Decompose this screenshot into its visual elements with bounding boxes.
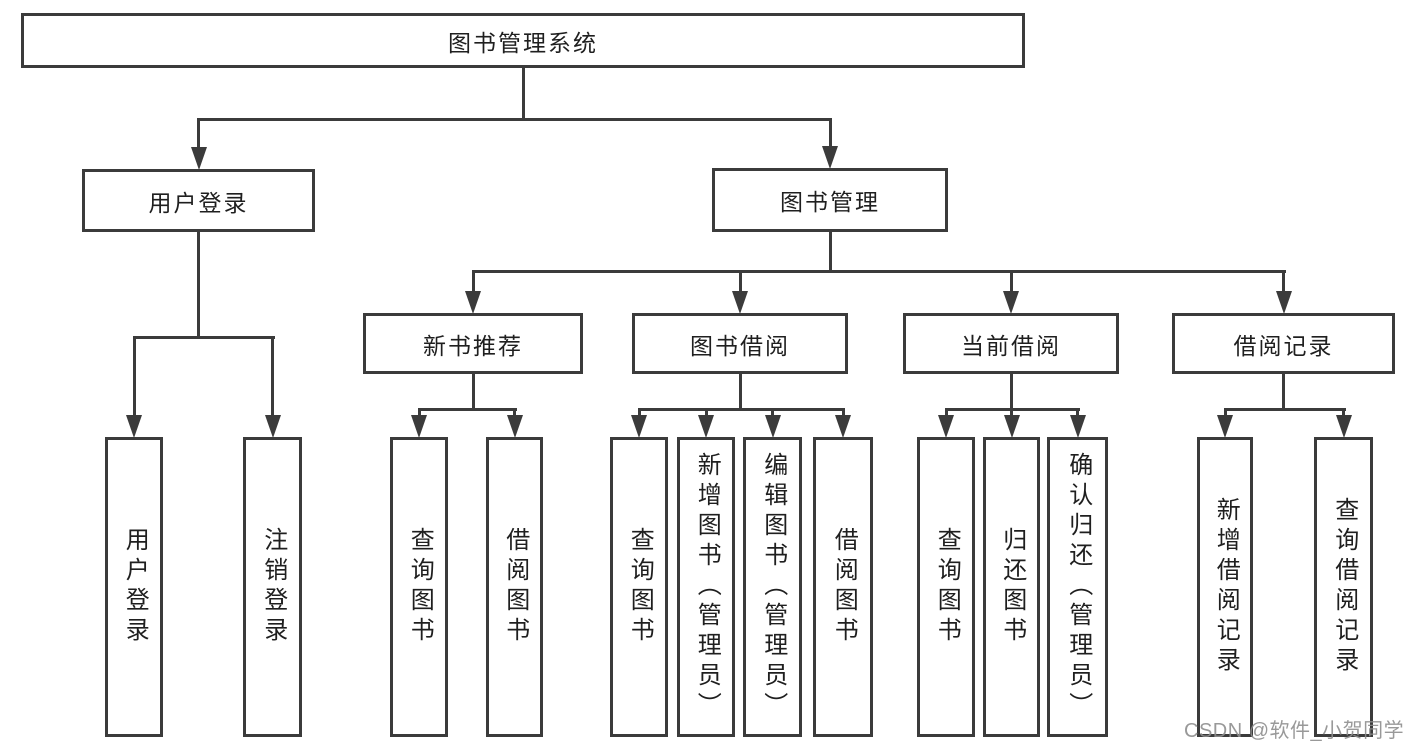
- arrow-down-icon: [465, 291, 481, 314]
- connector-drop: [771, 408, 774, 418]
- arrow-down-icon: [938, 415, 954, 438]
- node-nbr-query-books: 查询图书: [390, 437, 448, 737]
- connector-drop: [1010, 270, 1013, 294]
- node-nbr-borrow-books: 借阅图书: [486, 437, 543, 737]
- connector-rail: [197, 118, 832, 121]
- arrow-down-icon: [1070, 415, 1086, 438]
- arrow-down-icon: [1004, 415, 1020, 438]
- node-book-management: 图书管理: [712, 168, 948, 232]
- connector-stem: [829, 232, 832, 273]
- arrow-down-icon: [265, 415, 281, 438]
- node-system: 图书管理系统: [21, 13, 1025, 68]
- connector-drop: [1076, 408, 1079, 418]
- node-cb-return-books: 归还图书: [983, 437, 1040, 737]
- connector-stem: [522, 68, 525, 121]
- connector-rail: [1224, 408, 1346, 411]
- connector-drop: [513, 408, 516, 418]
- connector-drop: [705, 408, 708, 418]
- connector-drop: [418, 408, 421, 418]
- arrow-down-icon: [1336, 415, 1352, 438]
- connector-drop: [133, 336, 136, 418]
- connector-drop: [829, 118, 832, 149]
- node-current-borrowing: 当前借阅: [903, 313, 1119, 374]
- arrow-down-icon: [732, 291, 748, 314]
- arrow-down-icon: [835, 415, 851, 438]
- arrow-down-icon: [765, 415, 781, 438]
- watermark: CSDN @软件_小贺同学: [1184, 720, 1405, 742]
- connector-rail: [472, 270, 1286, 273]
- connector-drop: [842, 408, 845, 418]
- connector-drop: [472, 270, 475, 294]
- connector-drop: [197, 118, 200, 150]
- node-book-borrowing: 图书借阅: [632, 313, 848, 374]
- connector-drop: [739, 270, 742, 294]
- arrow-down-icon: [1276, 291, 1292, 314]
- arrow-down-icon: [411, 415, 427, 438]
- connector-drop: [1224, 408, 1227, 418]
- connector-drop: [1342, 408, 1345, 418]
- connector-drop: [1282, 270, 1285, 294]
- node-bb-add-books: 新增图书（管理员）: [677, 437, 735, 737]
- node-bb-query-books: 查询图书: [610, 437, 668, 737]
- node-bb-borrow-books: 借阅图书: [813, 437, 873, 737]
- arrow-down-icon: [1003, 291, 1019, 314]
- arrow-down-icon: [822, 146, 838, 169]
- arrow-down-icon: [1217, 415, 1233, 438]
- node-borrowing-records: 借阅记录: [1172, 313, 1395, 374]
- arrow-down-icon: [191, 147, 207, 170]
- arrow-down-icon: [698, 415, 714, 438]
- connector-stem: [739, 374, 742, 411]
- node-new-book-recommend: 新书推荐: [363, 313, 583, 374]
- arrow-down-icon: [126, 415, 142, 438]
- connector-drop: [638, 408, 641, 418]
- node-br-query-record: 查询借阅记录: [1314, 437, 1373, 737]
- arrow-down-icon: [631, 415, 647, 438]
- node-cb-confirm-return: 确认归还（管理员）: [1047, 437, 1108, 737]
- connector-drop: [945, 408, 948, 418]
- connector-drop: [1010, 408, 1013, 418]
- node-logout-login: 注销登录: [243, 437, 302, 737]
- connector-stem: [197, 232, 200, 339]
- arrow-down-icon: [507, 415, 523, 438]
- connector-stem: [1010, 374, 1013, 411]
- node-bb-edit-books: 编辑图书（管理员）: [743, 437, 802, 737]
- node-user-login-branch: 用户登录: [82, 169, 315, 232]
- node-br-add-record: 新增借阅记录: [1197, 437, 1253, 737]
- connector-rail: [418, 408, 517, 411]
- connector-rail: [638, 408, 845, 411]
- connector-drop: [271, 336, 274, 418]
- connector-stem: [1282, 374, 1285, 411]
- node-cb-query-books: 查询图书: [917, 437, 975, 737]
- connector-rail: [133, 336, 275, 339]
- connector-stem: [472, 374, 475, 411]
- node-user-login-leaf: 用户登录: [105, 437, 163, 737]
